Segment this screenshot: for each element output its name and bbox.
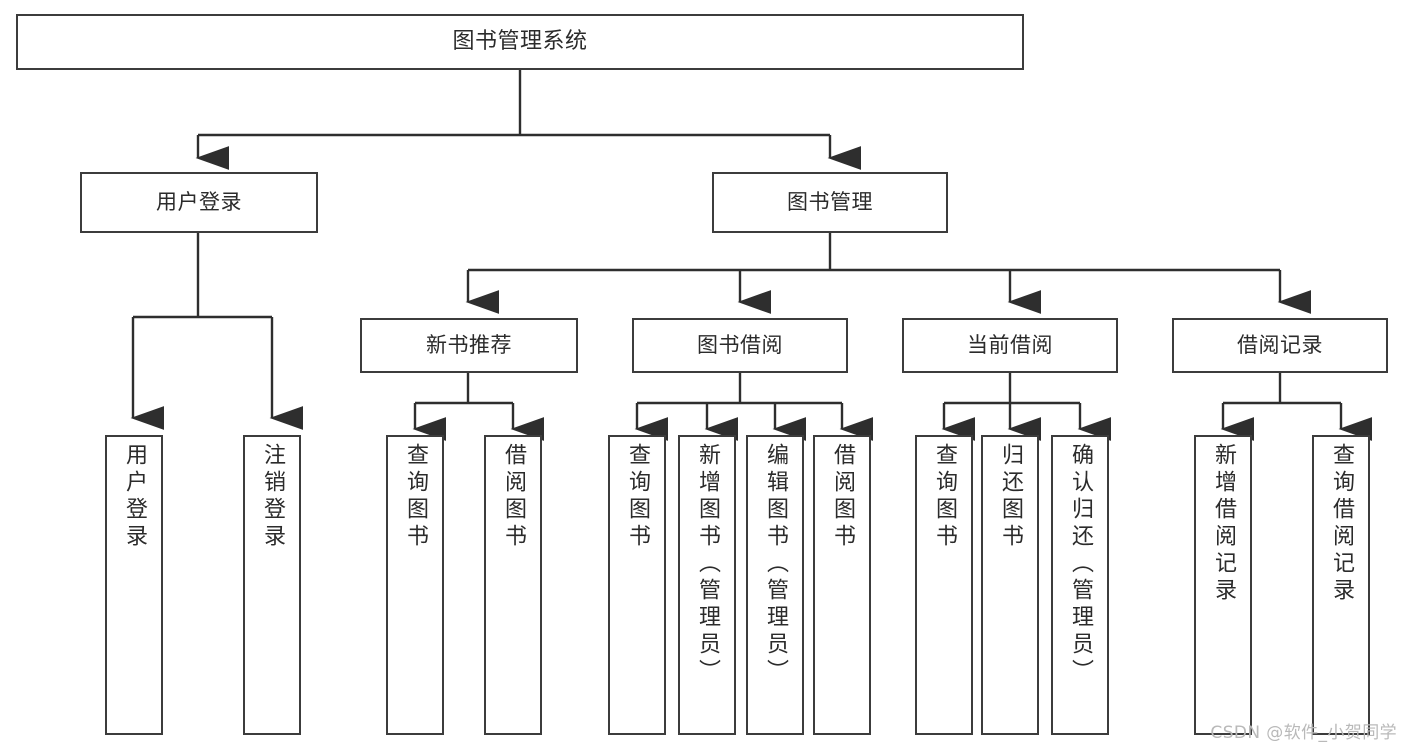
leaf-current-borrow-query[interactable]: 查询图书 [915,435,973,735]
leaf-borrow-record-add[interactable]: 新增借阅记录 [1194,435,1252,735]
node-label: 借阅图书 [501,443,526,551]
node-label: 查询图书 [625,443,650,551]
leaf-current-borrow-confirm[interactable]: 确认归还（管理员） [1051,435,1109,735]
node-label: 查询图书 [403,443,428,551]
node-label: 编辑图书（管理员） [763,443,788,686]
leaf-book-borrow-borrow[interactable]: 借阅图书 [813,435,871,735]
node-new-book-recommend[interactable]: 新书推荐 [360,318,578,373]
node-label: 确认归还（管理员） [1068,443,1093,686]
node-label: 注销登录 [260,443,285,551]
leaf-new-book-borrow[interactable]: 借阅图书 [484,435,542,735]
node-label: 当前借阅 [967,333,1053,358]
leaf-current-borrow-return[interactable]: 归还图书 [981,435,1039,735]
leaf-book-borrow-query[interactable]: 查询图书 [608,435,666,735]
node-label: 查询借阅记录 [1329,443,1354,605]
node-root-system[interactable]: 图书管理系统 [16,14,1024,70]
node-current-borrow[interactable]: 当前借阅 [902,318,1118,373]
node-label: 新书推荐 [426,333,512,358]
node-label: 用户登录 [156,190,242,215]
node-label: 新增借阅记录 [1211,443,1236,605]
leaf-borrow-record-query[interactable]: 查询借阅记录 [1312,435,1370,735]
node-label: 借阅图书 [830,443,855,551]
node-book-management[interactable]: 图书管理 [712,172,948,233]
node-label: 新增图书（管理员） [695,443,720,686]
leaf-book-borrow-add[interactable]: 新增图书（管理员） [678,435,736,735]
node-label: 借阅记录 [1237,333,1323,358]
node-label: 图书借阅 [697,333,783,358]
node-label: 用户登录 [122,443,147,551]
leaf-user-login-login[interactable]: 用户登录 [105,435,163,735]
leaf-book-borrow-edit[interactable]: 编辑图书（管理员） [746,435,804,735]
node-label: 查询图书 [932,443,957,551]
leaf-user-login-logout[interactable]: 注销登录 [243,435,301,735]
node-user-login[interactable]: 用户登录 [80,172,318,233]
node-label: 图书管理 [787,190,873,215]
node-borrow-record[interactable]: 借阅记录 [1172,318,1388,373]
node-book-borrow[interactable]: 图书借阅 [632,318,848,373]
node-label: 图书管理系统 [452,29,588,55]
node-label: 归还图书 [998,443,1023,551]
leaf-new-book-query[interactable]: 查询图书 [386,435,444,735]
csdn-watermark: CSDN @软件_小贺同学 [1210,723,1397,743]
